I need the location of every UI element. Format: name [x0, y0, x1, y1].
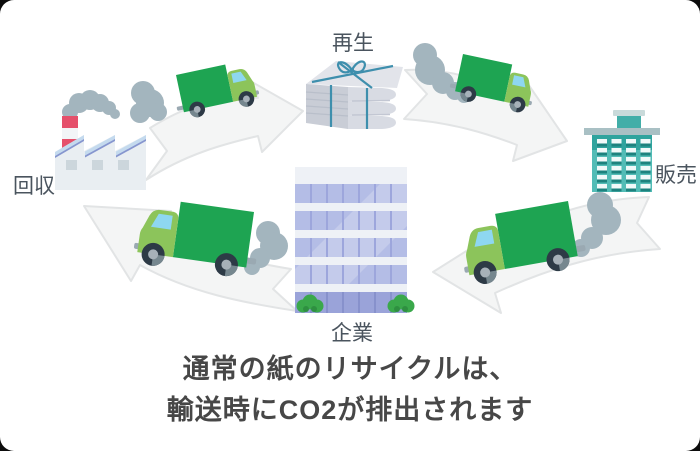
- recycling-cycle-diagram: [55, 43, 661, 314]
- factory-window: [92, 160, 103, 170]
- sales-windows: [597, 139, 651, 192]
- office-roof-slab: [295, 167, 407, 184]
- factory-window: [118, 160, 129, 170]
- factory-window: [66, 160, 77, 170]
- chimney-smoke-icon: [62, 90, 120, 120]
- label-recycling: 再生: [332, 32, 374, 55]
- bundle-side: [306, 84, 348, 129]
- label-sales: 販売: [655, 164, 697, 187]
- smoke-clouds: [62, 43, 621, 275]
- rooftop-box: [617, 116, 641, 128]
- bundle-folds: [348, 87, 396, 129]
- caption: 通常の紙のリサイクルは、 輸送時にCO2が排出されます: [0, 349, 700, 431]
- roof-slab: [584, 128, 660, 135]
- office-building-icon: [295, 167, 415, 313]
- label-company: 企業: [331, 322, 373, 345]
- exhaust-smoke-icon: [130, 81, 167, 123]
- caption-line-2: 輸送時にCO2が排出されます: [166, 395, 534, 425]
- bush-icon: [387, 294, 415, 313]
- exhaust-smoke-icon: [572, 192, 621, 257]
- rooftop-cap: [613, 110, 645, 116]
- label-collection: 回収: [13, 175, 55, 198]
- bush-icon: [296, 294, 324, 313]
- paper-bundle-icon: [305, 60, 403, 129]
- caption-line-1: 通常の紙のリサイクルは、: [182, 354, 518, 384]
- chimney: [62, 116, 78, 128]
- store-building-icon: [584, 110, 660, 192]
- bundle-string: [311, 60, 394, 129]
- floor-slabs: [295, 203, 407, 292]
- factory-icon: [55, 116, 146, 190]
- ribbon-bow-icon: [336, 61, 354, 74]
